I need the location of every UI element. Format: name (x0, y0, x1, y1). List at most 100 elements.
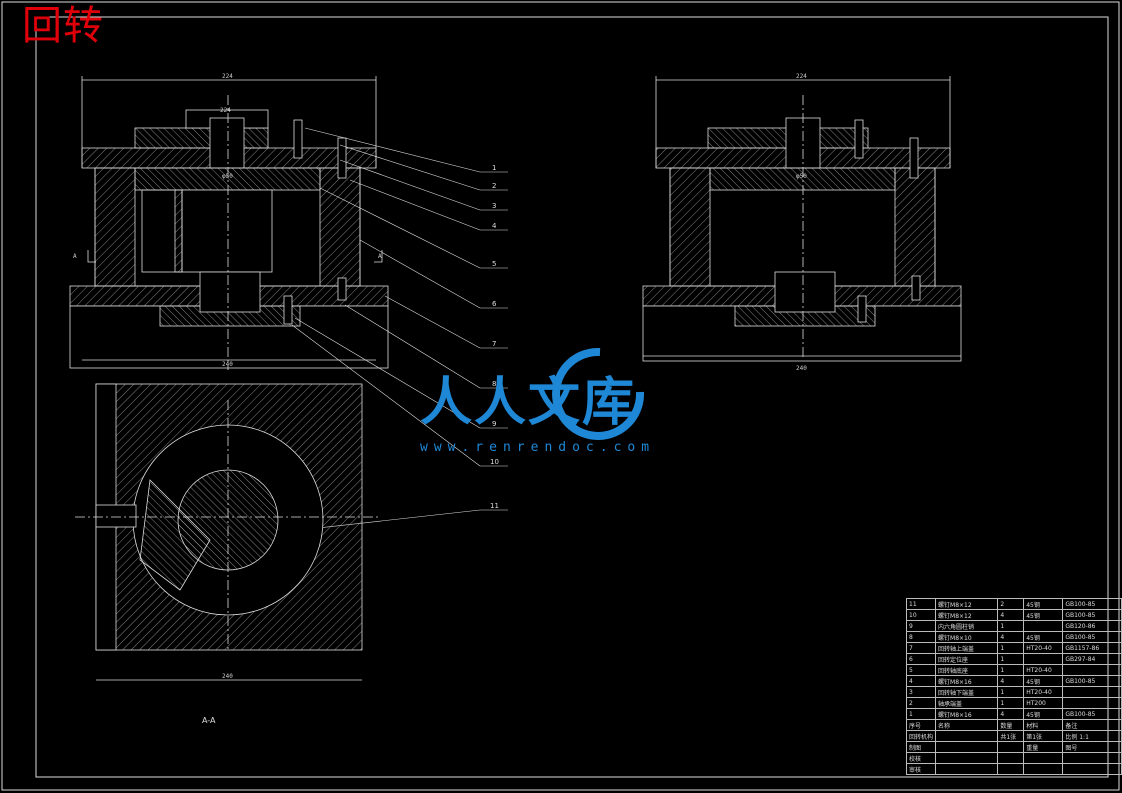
bom-cell: 制图 (905, 741, 937, 753)
bom-cell (1023, 620, 1064, 632)
bom-cell (935, 741, 999, 753)
bom-cell: 回转轴下端盖 (935, 686, 999, 698)
bom-cell: 45钢 (1023, 609, 1064, 621)
bom-cell: 1 (997, 642, 1025, 654)
bom-cell (1062, 752, 1122, 764)
bom-cell: 4 (997, 609, 1025, 621)
svg-text:A: A (378, 253, 382, 260)
bom-cell: 7 (905, 642, 937, 654)
bom-cell: 4 (997, 675, 1025, 687)
bom-cell: 1 (997, 653, 1025, 665)
svg-text:240: 240 (222, 673, 233, 680)
svg-text:4: 4 (492, 222, 497, 230)
bom-cell: 回转轴上端盖 (935, 642, 999, 654)
bom-cell: 1 (997, 664, 1025, 676)
bom-cell: 11 (905, 598, 937, 610)
bom-cell: 2 (905, 697, 937, 709)
bom-cell (935, 752, 999, 764)
bom-cell: 4 (905, 675, 937, 687)
bom-cell: 内六角圆柱销 (935, 620, 999, 632)
bom-cell: 螺钉M8×16 (935, 708, 999, 720)
bom-cell: 轴承端盖 (935, 697, 999, 709)
document-title: 回转 (22, 3, 104, 49)
bom-cell: 45钢 (1023, 631, 1064, 643)
bom-cell: 4 (997, 631, 1025, 643)
bom-cell: GB120-86 (1062, 620, 1122, 632)
bom-cell: GB297-84 (1062, 653, 1122, 665)
bom-cell (997, 752, 1025, 764)
svg-text:φ50: φ50 (796, 173, 807, 180)
front-view-right (642, 76, 962, 362)
bom-cell: 45钢 (1023, 675, 1064, 687)
bom-cell: 回转机构 (905, 730, 937, 742)
bom-cell (1062, 686, 1122, 698)
bom-cell (997, 741, 1025, 753)
bom-cell: GB100-85 (1062, 609, 1122, 621)
bom-cell: GB100-85 (1062, 631, 1122, 643)
bom-cell: 第1张 (1023, 730, 1064, 742)
bom-cell: 共1张 (997, 730, 1025, 742)
svg-text:1: 1 (492, 164, 496, 172)
bom-cell: 45钢 (1023, 598, 1064, 610)
bom-cell: GB100-85 (1062, 708, 1122, 720)
bom-cell: 审核 (905, 763, 937, 775)
watermark-url: www.renrendoc.com (420, 440, 656, 455)
bom-cell: 5 (905, 664, 937, 676)
bom-cell: 45钢 (1023, 708, 1064, 720)
svg-text:224: 224 (796, 73, 807, 80)
bom-cell: 备注 (1062, 719, 1122, 731)
bom-cell (1062, 697, 1122, 709)
bom-cell: 螺钉M8×12 (935, 598, 999, 610)
bom-cell (1062, 664, 1122, 676)
bom-cell (1062, 763, 1122, 775)
bom-cell: GB100-85 (1062, 598, 1122, 610)
bom-cell: 重量 (1023, 741, 1064, 753)
bom-cell: 1 (905, 708, 937, 720)
bom-cell: 校核 (905, 752, 937, 764)
svg-text:2: 2 (492, 182, 496, 190)
watermark-text: 人人文库 (420, 373, 637, 433)
bom-cell: 1 (997, 697, 1025, 709)
sign-row: 校核 (905, 752, 1122, 764)
bom-cell (1023, 653, 1064, 665)
svg-text:3: 3 (492, 202, 496, 210)
svg-text:224: 224 (220, 107, 231, 114)
svg-text:6: 6 (492, 300, 497, 308)
sign-row: 制图重量图号 (905, 741, 1122, 753)
bom-header: 序号名称数量材料备注 (905, 719, 1122, 731)
svg-text:5: 5 (492, 260, 496, 268)
svg-text:φ50: φ50 (222, 173, 233, 180)
bom-cell (1023, 752, 1064, 764)
section-view (75, 383, 380, 681)
bom-cell: 9 (905, 620, 937, 632)
svg-text:240: 240 (796, 365, 807, 372)
bom-cell: 1 (997, 620, 1025, 632)
bom-cell: 螺钉M8×12 (935, 609, 999, 621)
bom-cell: 回转定位座 (935, 653, 999, 665)
bom-cell: 1 (997, 686, 1025, 698)
bom-cell: 4 (997, 708, 1025, 720)
bom-cell: 回转轴底座 (935, 664, 999, 676)
bom-cell: 6 (905, 653, 937, 665)
svg-text:8: 8 (492, 380, 496, 388)
svg-text:10: 10 (490, 458, 499, 466)
bom-cell: 序号 (905, 719, 937, 731)
bom-cell: GB1157-86 (1062, 642, 1122, 654)
title-row: 回转机构共1张第1张比例 1:1 (905, 730, 1122, 742)
section-label: A-A (202, 716, 216, 725)
svg-text:7: 7 (492, 340, 496, 348)
bom-cell: HT20-40 (1023, 686, 1064, 698)
bom-cell (1023, 763, 1064, 775)
sign-row: 审核 (905, 763, 1122, 775)
bom-cell: 8 (905, 631, 937, 643)
